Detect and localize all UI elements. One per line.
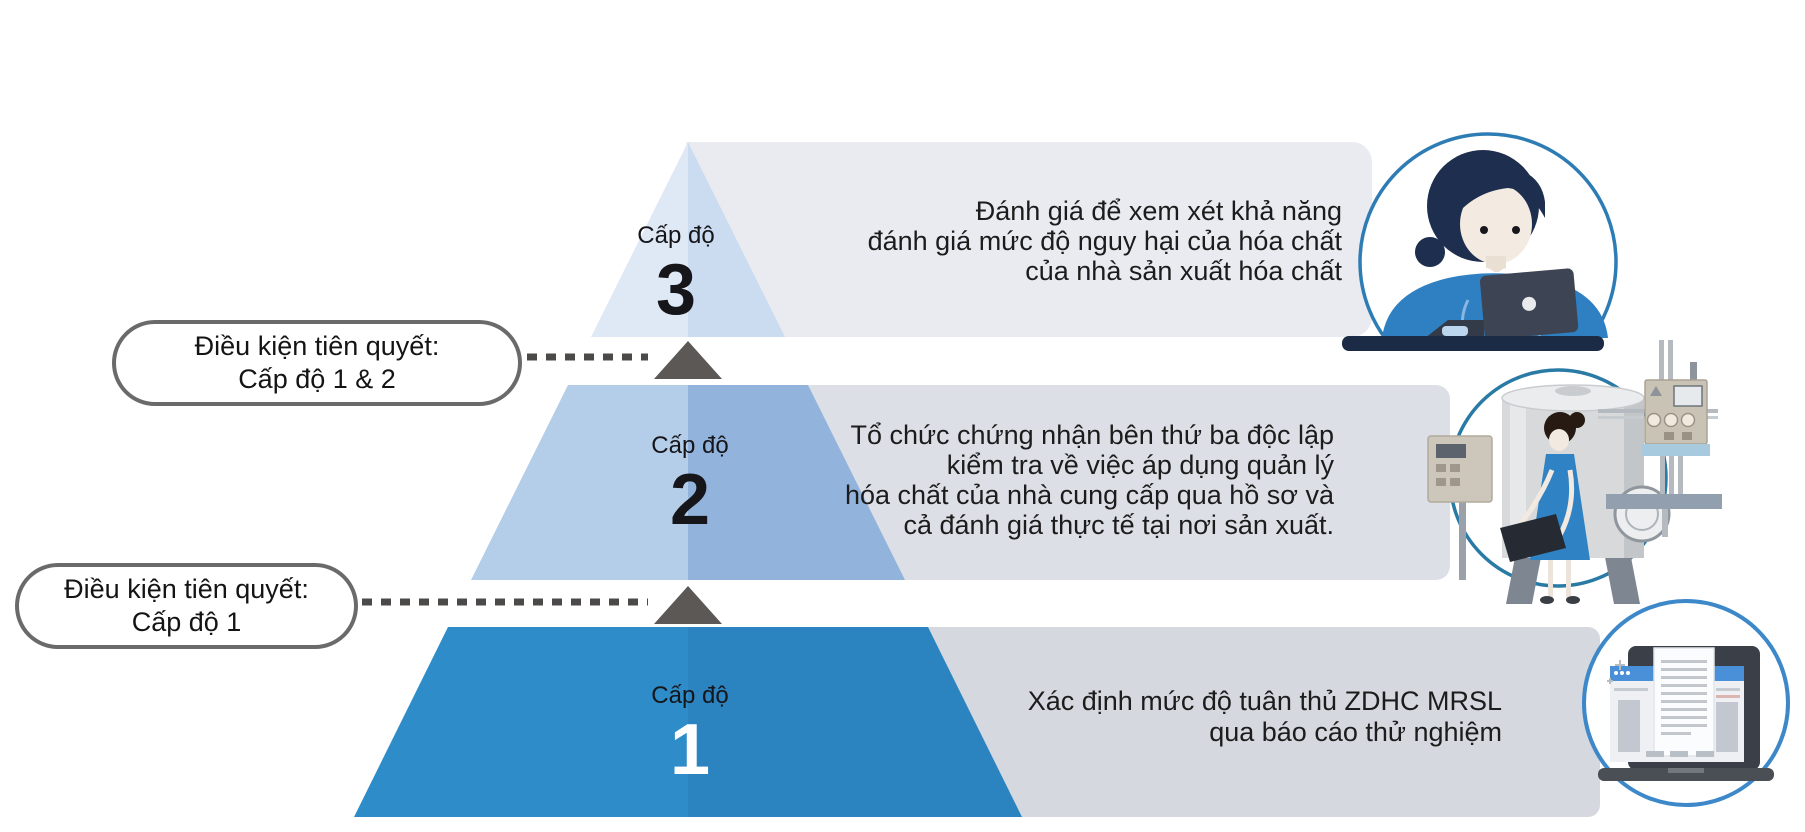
up-arrow-icon-1 — [654, 341, 722, 379]
description-line: đánh giá mức độ nguy hại của hóa chất — [867, 226, 1342, 256]
level-3-number: 3 — [655, 250, 697, 330]
callout-line: Điều kiện tiên quyết: — [194, 331, 440, 361]
factory-tank-audit-illustration — [1427, 340, 1722, 604]
description-line: qua báo cáo thử nghiệm — [1209, 717, 1502, 747]
level-2-label: Cấp độ — [651, 432, 729, 459]
level-1-description: Xác định mức độ tuân thủ ZDHC MRSL qua b… — [1028, 686, 1502, 748]
level-3-band — [686, 142, 1372, 337]
description-line: Tổ chức chứng nhận bên thứ ba độc lập — [850, 420, 1334, 450]
prerequisite-callout-levels-1-2: Điều kiện tiên quyết: Cấp độ 1 & 2 — [112, 320, 522, 406]
prerequisite-callout-level-1: Điều kiện tiên quyết: Cấp độ 1 — [15, 563, 358, 649]
description-line: của nhà sản xuất hóa chất — [1025, 256, 1342, 286]
sparkle-icon — [1615, 660, 1625, 670]
description-line: kiểm tra về việc áp dụng quản lý — [946, 450, 1334, 480]
level-1-number: 1 — [669, 710, 711, 790]
level-2-description: Tổ chức chứng nhận bên thứ ba độc lập ki… — [845, 420, 1334, 540]
description-line: hóa chất của nhà cung cấp qua hồ sơ và — [844, 480, 1334, 510]
level-1-label: Cấp độ — [651, 682, 729, 709]
level-2-label-group: Cấp độ 2 — [610, 432, 770, 536]
level-2-number: 2 — [669, 460, 711, 540]
description-line: cả đánh giá thực tế tại nơi sản xuất. — [903, 510, 1334, 540]
person-at-laptop-illustration — [1342, 132, 1618, 351]
description-line: Đánh giá để xem xét khả năng — [975, 196, 1342, 226]
sparkle-icon — [1607, 678, 1613, 684]
callout-line: Cấp độ 1 & 2 — [238, 364, 396, 394]
up-arrow-icon-2 — [654, 586, 722, 624]
level-3-description: Đánh giá để xem xét khả năng đánh giá mứ… — [868, 196, 1342, 286]
level-3-label-group: Cấp độ 3 — [596, 222, 756, 326]
description-line: Xác định mức độ tuân thủ ZDHC MRSL — [1027, 686, 1502, 716]
level-1-label-group: Cấp độ 1 — [610, 682, 770, 786]
level-3-label: Cấp độ — [637, 222, 715, 249]
laptop-test-report-illustration — [1582, 599, 1790, 807]
control-box-icon — [1598, 340, 1722, 537]
callout-line: Cấp độ 1 — [131, 607, 242, 637]
callout-line: Điều kiện tiên quyết: — [64, 574, 309, 604]
